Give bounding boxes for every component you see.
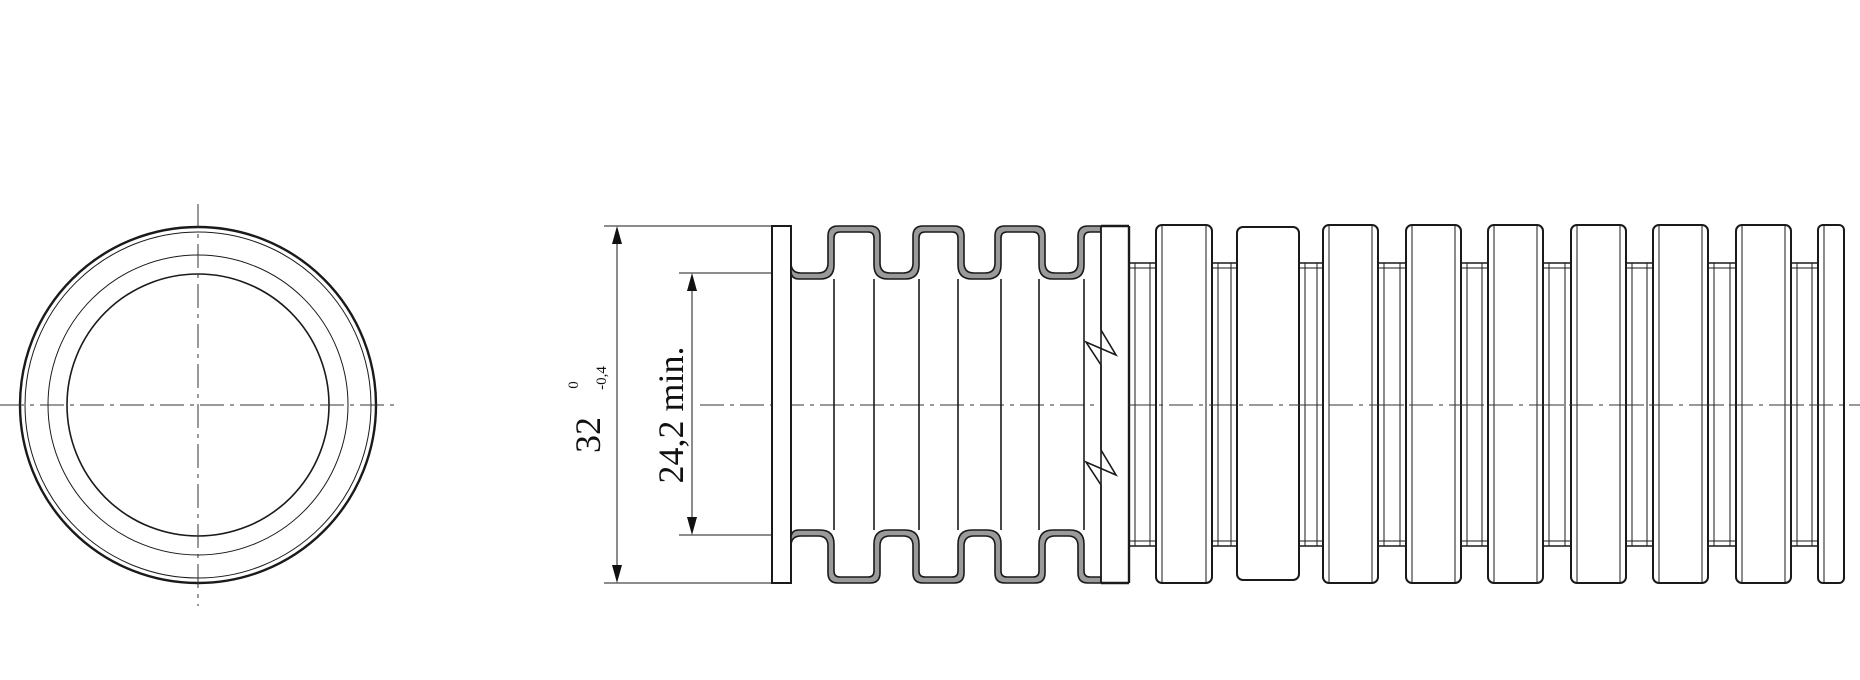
break-zigzag [1083,226,1118,583]
inner-arrow-top [687,273,697,291]
break-band [1101,226,1129,583]
exterior-rib-3 [1322,224,1379,584]
inner-arrow-bottom [687,517,697,535]
outer-arrow-top [612,226,622,244]
side-view-section [771,224,1131,585]
exterior-rib-8 [1735,224,1792,584]
exterior-rib-2 [1236,226,1300,581]
outer-diameter-label: 32 [568,417,608,453]
exterior-rib-7 [1652,224,1709,584]
section-wall-bottom [790,529,1102,584]
section-end-collar [771,225,792,584]
outer-arrow-bottom [612,565,622,583]
exterior-rib-1 [1155,224,1213,584]
exterior-rib-4 [1405,224,1462,584]
inner-diameter-dimension: 24,2 min. [651,272,818,536]
outer-tolerance-lower: -0,4 [594,366,610,390]
side-view-exterior [1129,224,1845,584]
section-rib-lines [833,279,1085,530]
section-wall-top [790,225,1102,280]
exterior-rib-9-partial [1817,224,1845,584]
exterior-rib-5 [1487,224,1544,584]
outer-diameter-dimension: 32 0 -0,4 [566,225,772,584]
end-view [0,204,400,606]
exterior-rib-6 [1570,224,1627,584]
inner-diameter-label: 24,2 min. [651,346,691,483]
outer-tolerance-upper: 0 [566,381,582,389]
